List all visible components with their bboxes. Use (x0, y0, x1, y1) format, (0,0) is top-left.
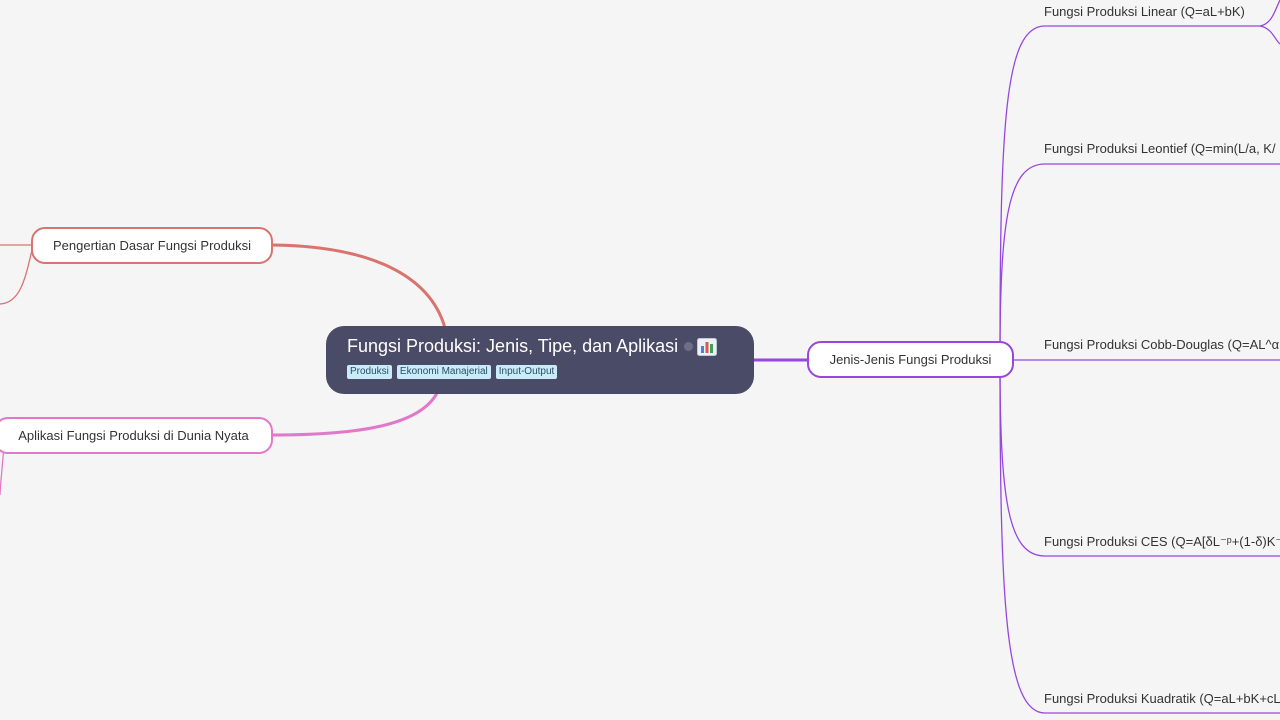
leaf-kuadratik[interactable]: Fungsi Produksi Kuadratik (Q=aL+bK+cL (1044, 691, 1280, 706)
tag-produksi[interactable]: Produksi (347, 365, 392, 379)
edge-linear-child-1 (1259, 0, 1280, 27)
root-title: Fungsi Produksi: Jenis, Tipe, dan Aplika… (347, 336, 679, 356)
leaf-ces[interactable]: Fungsi Produksi CES (Q=A[δL⁻ᵖ+(1-δ)K⁻ (1044, 534, 1280, 549)
edge-jenis-ces (999, 359, 1280, 557)
edge-pengertian-child-2 (0, 249, 33, 305)
edge-root-pengertian (271, 243, 447, 329)
branch-jenis[interactable]: Jenis-Jenis Fungsi Produksi (807, 341, 1014, 378)
edge-jenis-leontief (999, 163, 1280, 361)
edge-linear-child-2 (1259, 25, 1280, 45)
branch-jenis-label: Jenis-Jenis Fungsi Produksi (829, 352, 992, 367)
branch-aplikasi[interactable]: Aplikasi Fungsi Produksi di Dunia Nyata (0, 417, 273, 454)
tag-input-output[interactable]: Input-Output (495, 365, 558, 379)
branch-aplikasi-label: Aplikasi Fungsi Produksi di Dunia Nyata (18, 428, 249, 443)
bar-chart-icon (697, 337, 718, 356)
branch-pengertian[interactable]: Pengertian Dasar Fungsi Produksi (31, 227, 273, 264)
tag-ekonomi-manajerial[interactable]: Ekonomi Manajerial (396, 365, 491, 379)
dot-icon (684, 342, 694, 351)
leaf-linear[interactable]: Fungsi Produksi Linear (Q=aL+bK) (1044, 4, 1245, 19)
edge-jenis-kuadratik (999, 359, 1280, 714)
edge-jenis-linear (999, 25, 1260, 361)
leaf-cobb-douglas[interactable]: Fungsi Produksi Cobb-Douglas (Q=AL^α (1044, 337, 1280, 352)
root-topic[interactable]: Fungsi Produksi: Jenis, Tipe, dan Aplika… (326, 326, 754, 394)
edge-root-aplikasi (271, 392, 439, 437)
branch-pengertian-label: Pengertian Dasar Fungsi Produksi (53, 238, 251, 253)
leaf-leontief[interactable]: Fungsi Produksi Leontief (Q=min(L/a, K/ (1044, 141, 1276, 156)
